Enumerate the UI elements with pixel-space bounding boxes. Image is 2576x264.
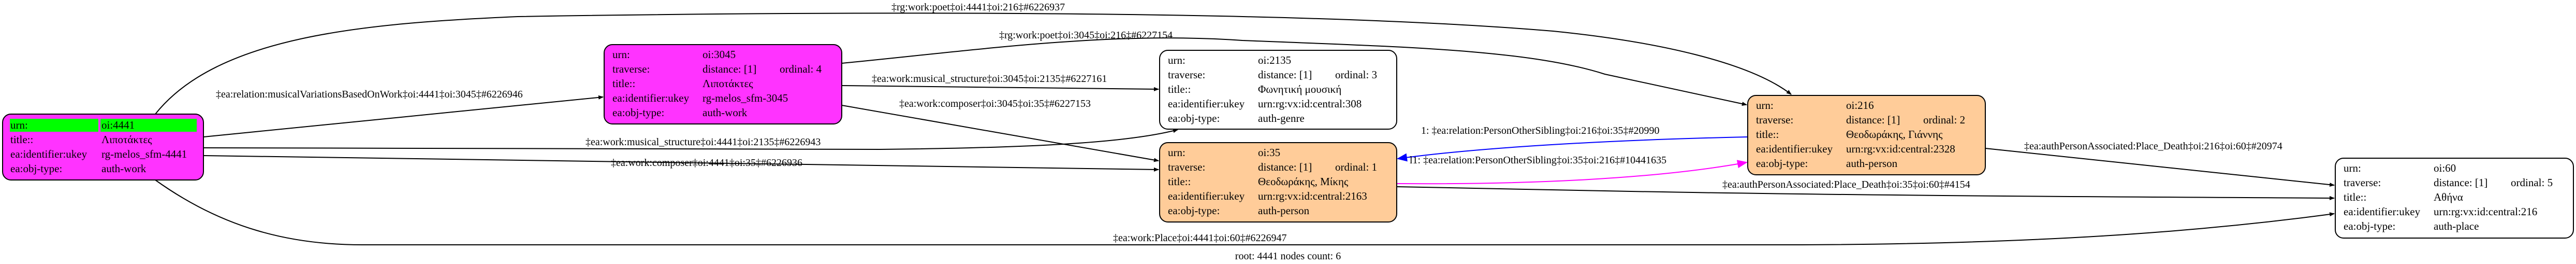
node-key: title:: <box>2344 191 2366 203</box>
node-distance: distance: [1] <box>702 63 756 75</box>
node-ordinal: ordinal: 1 <box>1335 161 1377 173</box>
edge-label-poet-3045-216: ‡rg:work:poet‡oi:3045‡oi:216‡#6227154 <box>999 30 1173 41</box>
node-ukey: urn:rg:vx:id:central:2163 <box>1258 190 1367 202</box>
node-key: title:: <box>10 133 33 146</box>
node-key: traverse: <box>2344 176 2381 189</box>
node-title: Λιποτάκτες <box>702 77 753 90</box>
edge-poet-4441-216[interactable] <box>155 12 1792 115</box>
node-key: urn: <box>1168 54 1185 66</box>
node-key: traverse: <box>1168 161 1205 173</box>
node-ordinal: ordinal: 2 <box>1923 114 1965 126</box>
node-ordinal: ordinal: 4 <box>780 63 822 75</box>
node-key: ea:identifier:ukey <box>10 148 87 160</box>
node-distance: distance: [1] <box>1258 68 1312 81</box>
node-key: title:: <box>1168 83 1191 95</box>
node-ukey: urn:rg:vx:id:central:216 <box>2434 205 2537 218</box>
node-title: Αθήνα <box>2434 191 2463 203</box>
node-key: urn: <box>1168 146 1185 159</box>
edge-variation-4441-3045[interactable] <box>203 95 604 137</box>
node-urn: oi:216 <box>1846 99 1874 112</box>
node-key: traverse: <box>1168 68 1205 81</box>
node-type: auth-genre <box>1258 112 1305 124</box>
node-key: ea:obj-type: <box>612 106 664 119</box>
node-ukey: rg-melos_sfm-3045 <box>702 92 788 104</box>
root-highlight-value <box>100 119 197 132</box>
edge-composer-3045-35[interactable] <box>841 105 1159 162</box>
node-distance: distance: [1] <box>2434 176 2487 189</box>
node-key: title:: <box>612 77 635 90</box>
edge-label-death-216-60: ‡ea:authPersonAssociated:Place_Death‡oi:… <box>2024 141 2282 152</box>
node-key: ea:identifier:ukey <box>2344 205 2421 218</box>
edge-composer-4441-35[interactable] <box>203 155 1159 172</box>
edge-label-variation-4441-3045: ‡ea:relation:musicalVariationsBasedOnWor… <box>216 89 523 100</box>
node-distance: distance: [1] <box>1846 114 1900 126</box>
edge-sibling-35-216[interactable] <box>1396 160 1748 185</box>
node-key: ea:obj-type: <box>1168 204 1220 217</box>
node-key: ea:identifier:ukey <box>1756 143 1833 155</box>
edge-label-composer-3045-35: ‡ea:work:composer‡oi:3045‡oi:35‡#6227153 <box>899 98 1091 109</box>
node-type: auth-person <box>1258 204 1310 217</box>
node-ukey: urn:rg:vx:id:central:2328 <box>1846 143 1955 155</box>
edge-label-structure-3045-2135: ‡ea:work:musical_structure‡oi:3045‡oi:21… <box>872 73 1107 85</box>
node-urn: oi:60 <box>2434 162 2456 174</box>
edge-label-death-35-60: ‡ea:authPersonAssociated:Place_Death‡oi:… <box>1722 179 1970 190</box>
node-key: title:: <box>1756 128 1779 141</box>
node-key: ea:obj-type: <box>1756 157 1808 170</box>
edge-label-sibling-35-216: l1: ‡ea:relation:PersonOtherSibling‡oi:3… <box>1410 155 1666 166</box>
root-highlight-key <box>10 119 98 132</box>
graph-footer: root: 4441 nodes count: 6 <box>1235 251 1341 262</box>
node-type: auth-person <box>1846 157 1898 170</box>
node-key: ea:obj-type: <box>2344 220 2395 232</box>
node-key: ea:identifier:ukey <box>612 92 690 104</box>
node-key: urn: <box>2344 162 2361 174</box>
node-key: ea:obj-type: <box>1168 112 1220 124</box>
node-title: Θεοδωράκης, Γιάννης <box>1846 128 1943 141</box>
node-key: ea:identifier:ukey <box>1168 190 1245 202</box>
node-ordinal: ordinal: 3 <box>1335 68 1377 81</box>
node-oi-35[interactable]: urn: oi:35 traverse: distance: [1] ordin… <box>1159 142 1397 223</box>
node-oi-4441[interactable]: urn: oi:4441 title:: Λιποτάκτες ea:ident… <box>2 114 204 180</box>
edge-death-35-60[interactable] <box>1396 186 2335 200</box>
node-title: Θεοδωράκης, Μίκης <box>1258 175 1349 188</box>
node-key: urn: <box>612 48 630 61</box>
node-key: title:: <box>1168 175 1191 188</box>
edge-label-composer-4441-35: ‡ea:work:composer‡oi:4441‡oi:35‡#6226936 <box>611 157 802 169</box>
node-urn: oi:2135 <box>1258 54 1291 66</box>
edge-label-poet-4441-216: ‡rg:work:poet‡oi:4441‡oi:216‡#6226937 <box>891 2 1065 13</box>
edge-label-place-4441-60: ‡ea:work:Place‡oi:4441‡oi:60‡#6226947 <box>1113 232 1287 244</box>
edges: ‡rg:work:poet‡oi:4441‡oi:216‡#6226937 ‡r… <box>155 2 2335 245</box>
edge-label-sibling-216-35: 1: ‡ea:relation:PersonOtherSibling‡oi:21… <box>1421 125 1660 136</box>
node-urn: oi:3045 <box>702 48 736 61</box>
node-urn: oi:4441 <box>101 119 135 131</box>
node-key: ea:obj-type: <box>10 162 62 175</box>
node-urn: oi:35 <box>1258 146 1280 159</box>
edge-death-216-60[interactable] <box>1985 148 2335 187</box>
edge-poet-3045-216[interactable] <box>841 37 1747 106</box>
edge-structure-3045-2135[interactable] <box>841 85 1159 91</box>
edge-place-4441-60[interactable] <box>155 179 2335 245</box>
node-key: ea:identifier:ukey <box>1168 98 1245 110</box>
node-key: traverse: <box>1756 114 1793 126</box>
node-key: urn: <box>10 119 28 131</box>
node-title: Φωνητική μουσική <box>1258 83 1341 95</box>
node-type: auth-work <box>101 162 147 175</box>
node-key: traverse: <box>612 63 650 75</box>
node-oi-3045[interactable]: urn: oi:3045 traverse: distance: [1] ord… <box>604 44 842 124</box>
node-ukey: urn:rg:vx:id:central:308 <box>1258 98 1362 110</box>
node-ukey: rg-melos_sfm-4441 <box>101 148 187 160</box>
node-type: auth-work <box>702 106 748 119</box>
node-oi-216[interactable]: urn: oi:216 traverse: distance: [1] ordi… <box>1747 95 1986 175</box>
edge-sibling-216-35[interactable] <box>1397 136 1748 162</box>
node-title: Λιποτάκτες <box>101 133 152 146</box>
node-distance: distance: [1] <box>1258 161 1312 173</box>
edge-structure-4441-2135[interactable] <box>203 129 1178 150</box>
node-ordinal: ordinal: 5 <box>2511 176 2553 189</box>
node-key: urn: <box>1756 99 1774 112</box>
node-type: auth-place <box>2434 220 2479 232</box>
node-oi-2135[interactable]: urn: oi:2135 traverse: distance: [1] ord… <box>1159 50 1397 130</box>
node-oi-60[interactable]: urn: oi:60 traverse: distance: [1] ordin… <box>2335 158 2574 239</box>
edge-label-structure-4441-2135: ‡ea:work:musical_structure‡oi:4441‡oi:21… <box>586 136 821 148</box>
